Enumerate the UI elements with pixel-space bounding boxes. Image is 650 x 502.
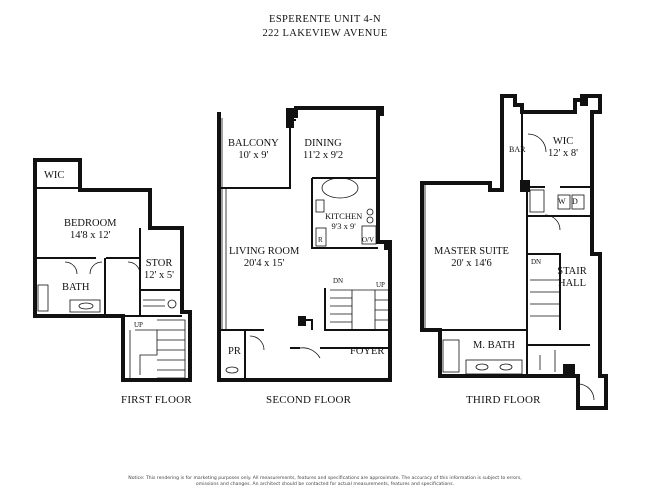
header-address: 222 LAKEVIEW AVENUE xyxy=(262,28,388,39)
room-label-balcony: BALCONY 10' x 9' xyxy=(228,138,279,162)
room-dimensions: 12' x 5' xyxy=(144,270,175,281)
room-label-master-bath: M. BATH xyxy=(473,340,515,352)
header-unit-title: ESPERENTE UNIT 4-N xyxy=(269,14,381,25)
second-floor-interior xyxy=(219,119,390,378)
room-label-bath: BATH xyxy=(62,282,89,294)
room-name: STAIR HALL xyxy=(557,266,587,289)
room-label-stor: STOR 12' x 5' xyxy=(144,258,174,282)
room-dimensions: 20'4 x 15' xyxy=(243,258,285,269)
room-name: WIC xyxy=(44,170,65,181)
washer-label: W xyxy=(558,197,566,206)
first-floor-title: FIRST FLOOR xyxy=(121,394,192,406)
room-dimensions: 9'3 x 9' xyxy=(331,221,356,231)
stair-up-label-second: UP xyxy=(376,281,385,289)
room-name: BATH xyxy=(62,282,90,293)
third-floor-interior xyxy=(422,112,592,376)
solid-wall-blocks xyxy=(286,96,588,378)
room-name: BEDROOM xyxy=(64,218,117,229)
room-label-living-room: LIVING ROOM 20'4 x 15' xyxy=(229,246,299,270)
room-dimensions: 20' x 14'6 xyxy=(451,258,492,269)
room-name: BALCONY xyxy=(228,138,279,149)
room-name: FOYER xyxy=(350,346,385,357)
room-dimensions: 11'2 x 9'2 xyxy=(303,150,344,161)
room-label-foyer: FOYER xyxy=(350,346,384,358)
room-name: LIVING ROOM xyxy=(229,246,300,257)
room-label-stair-hall: STAIR HALL xyxy=(555,266,589,290)
room-name: KITCHEN xyxy=(325,211,363,221)
third-floor-fixtures xyxy=(424,133,595,401)
third-floor-title: THIRD FLOOR xyxy=(466,394,541,406)
room-name: WIC xyxy=(552,136,574,147)
second-floor-title: SECOND FLOOR xyxy=(266,394,352,406)
refrigerator-label: R xyxy=(318,236,323,244)
stair-down-label-second: DN xyxy=(333,277,344,285)
marketing-notice: Notice: This rendering is for marketing … xyxy=(128,476,522,487)
room-name: M. BATH xyxy=(473,340,516,351)
room-name: PR xyxy=(228,346,241,357)
room-label-dining: DINING 11'2 x 9'2 xyxy=(303,138,343,162)
room-label-wic-third: WIC 12' x 8' xyxy=(548,136,578,160)
room-name: DINING xyxy=(304,138,342,149)
second-floor-fixtures xyxy=(221,118,390,374)
room-dimensions: 10' x 9' xyxy=(238,150,269,161)
stair-down-label-third: DN xyxy=(531,258,542,266)
room-label-wic-first: WIC xyxy=(44,170,64,182)
room-label-pr: PR xyxy=(228,346,241,358)
stair-up-label-first: UP xyxy=(134,321,143,329)
room-label-kitchen: KITCHEN 9'3 x 9' xyxy=(325,211,362,231)
room-dimensions: 12' x 8' xyxy=(548,148,579,159)
bar-label: BAR xyxy=(509,145,526,154)
room-dimensions: 14'8 x 12' xyxy=(69,230,111,241)
dryer-label: D xyxy=(572,197,578,206)
first-floor-fixtures xyxy=(37,261,186,379)
room-name: MASTER SUITE xyxy=(434,246,509,257)
third-floor-walls xyxy=(420,94,608,410)
oven-label: O/V xyxy=(362,236,375,244)
room-label-bedroom: BEDROOM 14'8 x 12' xyxy=(64,218,117,242)
room-label-master-suite: MASTER SUITE 20' x 14'6 xyxy=(434,246,509,270)
room-name: STOR xyxy=(145,258,173,269)
